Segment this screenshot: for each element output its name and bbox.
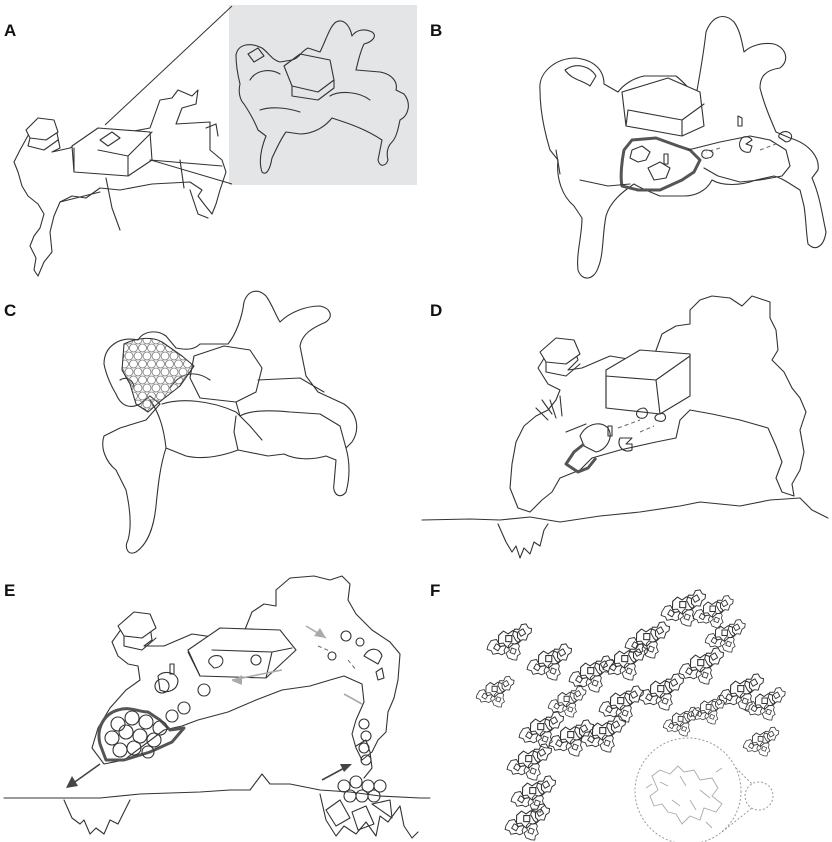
panel-e: E	[4, 576, 430, 838]
panel-d: D	[422, 296, 828, 558]
robot-e	[4, 576, 430, 838]
panel-label-e: E	[4, 581, 15, 600]
panel-label-f: F	[430, 581, 440, 600]
panel-a: A	[4, 5, 417, 276]
panel-c: C	[4, 291, 357, 553]
robot-b	[540, 17, 826, 279]
swarm-zoom-inset	[635, 738, 773, 842]
textured-tissue-region	[116, 336, 201, 416]
robot-swarm	[475, 588, 788, 842]
panel-label-d: D	[430, 301, 442, 320]
hinge-b	[664, 154, 668, 164]
panel-b: B	[430, 17, 826, 279]
robot-a	[14, 90, 226, 276]
zoom-line-top	[105, 6, 232, 125]
robot-d	[422, 296, 828, 558]
panel-label-b: B	[430, 21, 442, 40]
robot-c	[103, 291, 357, 553]
panel-label-c: C	[4, 301, 16, 320]
flow-arrow-out	[72, 764, 100, 784]
panel-label-a: A	[4, 21, 16, 40]
panel-f: F	[430, 581, 788, 842]
zoom-inset-background	[229, 5, 417, 185]
